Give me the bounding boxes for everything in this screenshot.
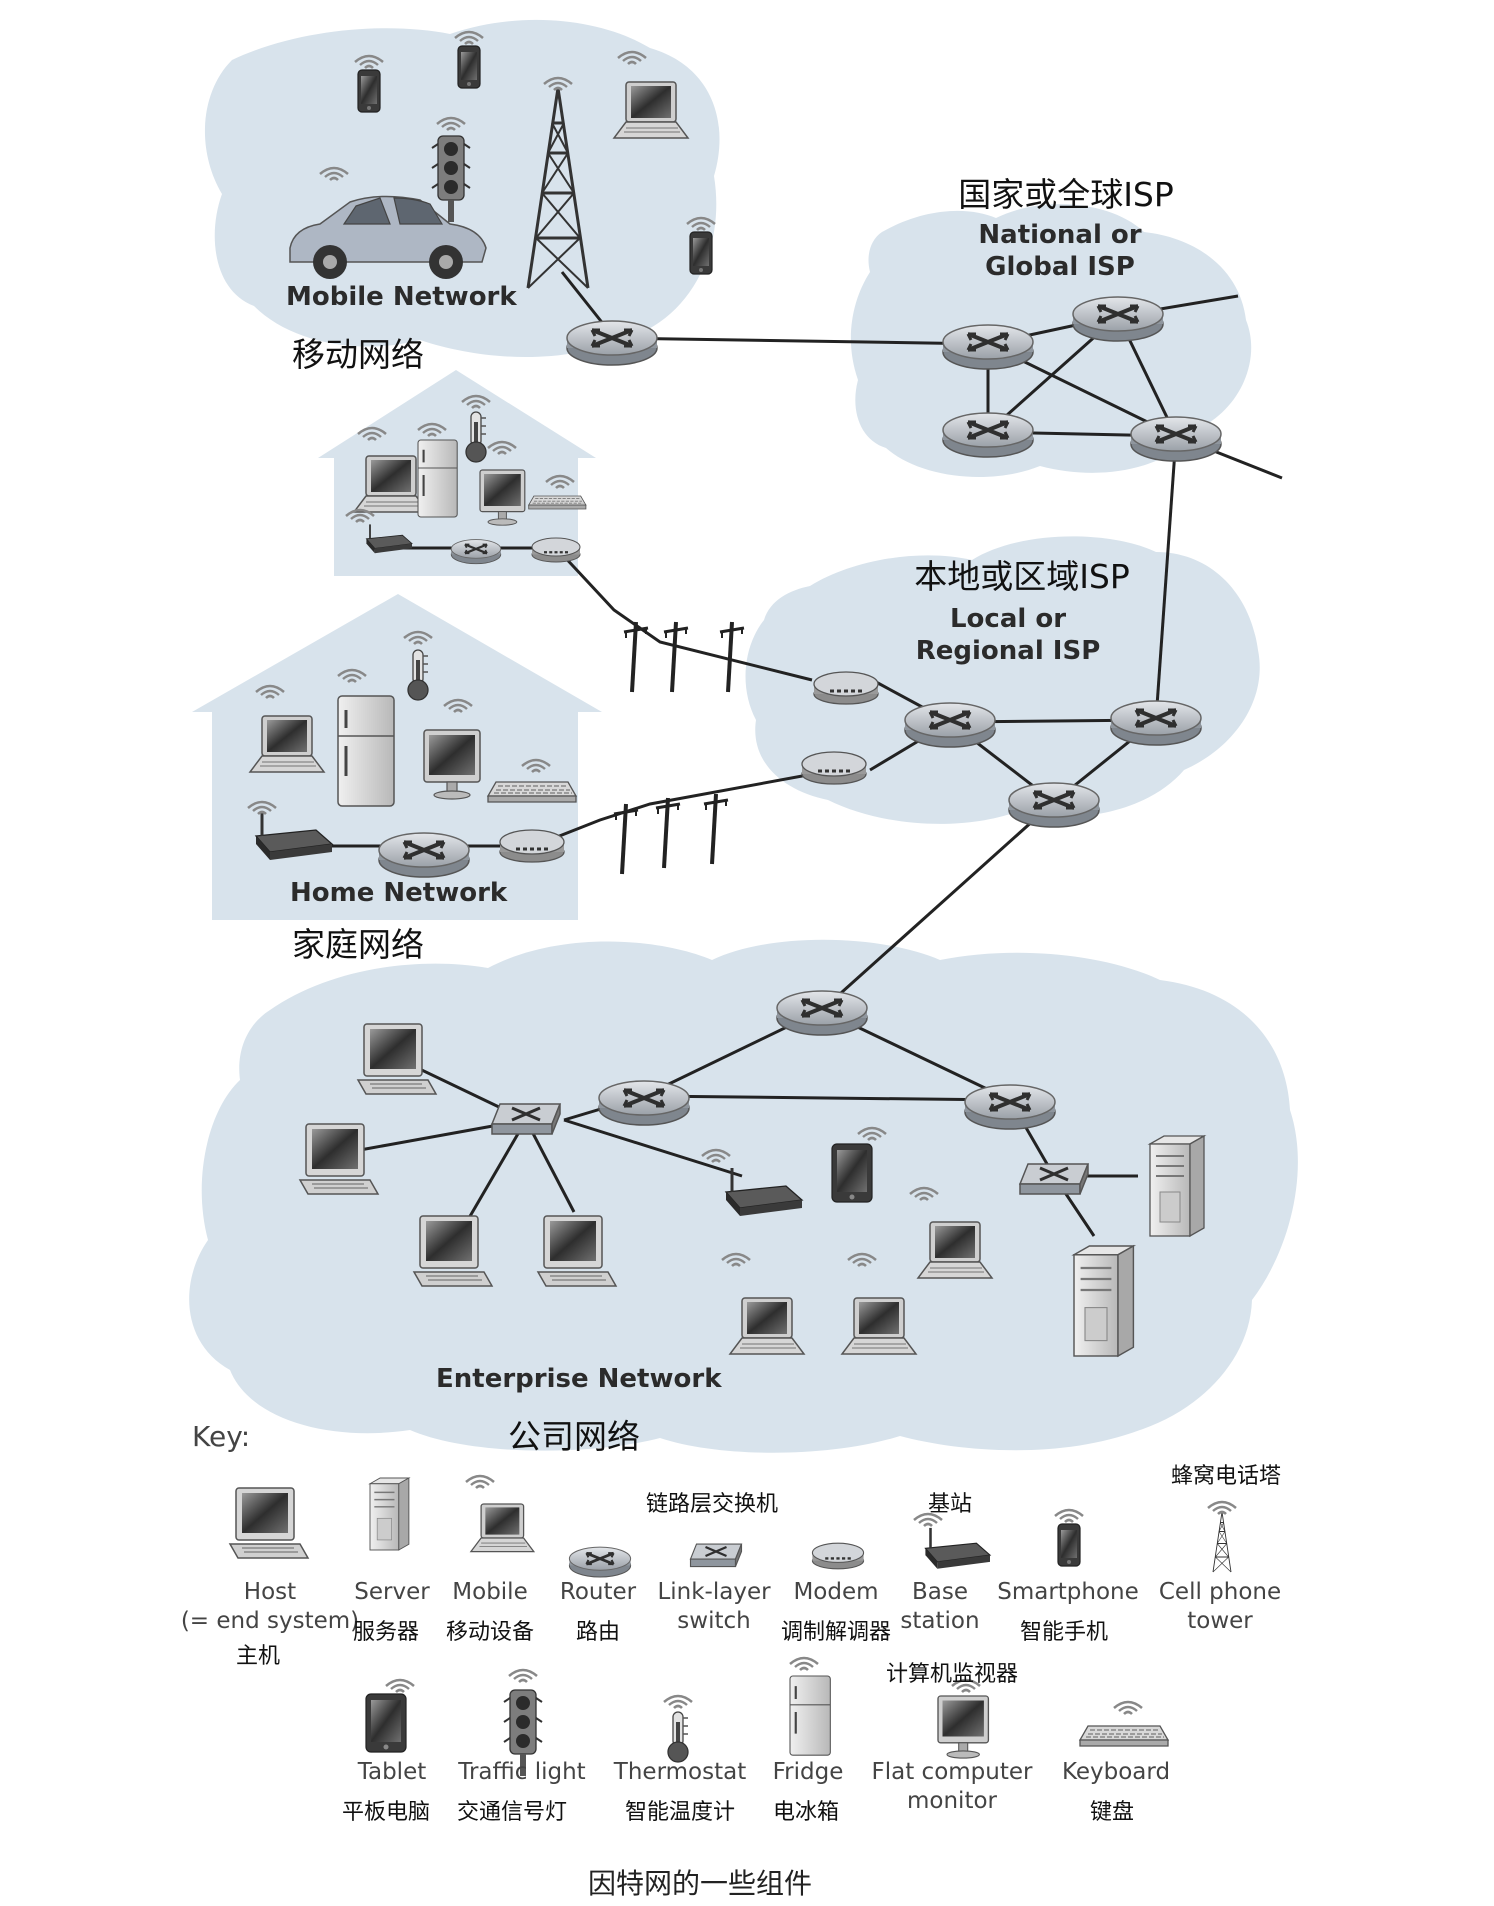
home-network-label-zh: 家庭网络: [292, 925, 424, 964]
key-traffic-label: Traffic light: [458, 1759, 586, 1785]
router-icon: [1007, 781, 1101, 829]
router-icon: [377, 831, 471, 879]
router-icon: [963, 1083, 1057, 1131]
key-thermostat-label: Thermostat: [613, 1759, 747, 1785]
key-fridge-label-zh: 电冰箱: [772, 1800, 840, 1825]
router-icon: [1071, 295, 1165, 343]
key-switch-label: Link-layer switch: [657, 1579, 771, 1634]
key-mobile-label-zh: 移动设备: [445, 1620, 535, 1645]
local-isp-label-line2: Regional ISP: [915, 636, 1101, 666]
keyboard-icon: [1079, 1700, 1169, 1747]
key-mobile-label: Mobile: [452, 1579, 528, 1605]
base-station-icon: [912, 1512, 992, 1570]
mobile-network-label: Mobile Network: [286, 282, 517, 312]
monitor-icon: [229, 1487, 309, 1559]
router-icon: [1129, 415, 1223, 463]
local-isp-label-zh: 本地或区域ISP: [914, 557, 1130, 596]
key-keyboard-label: Keyboard: [1061, 1759, 1171, 1785]
switch-icon: [1018, 1162, 1090, 1196]
modem-icon: [812, 670, 880, 706]
router-icon: [450, 538, 502, 565]
router-icon: [903, 701, 997, 749]
tablet-icon: [365, 1678, 416, 1753]
thermostat-icon: [662, 1694, 694, 1763]
modem-icon: [498, 828, 566, 864]
server-icon: [1072, 1244, 1135, 1358]
modem-icon: [811, 1541, 865, 1570]
local-isp-cloud: [745, 536, 1260, 824]
key-base-label: Base station: [900, 1579, 980, 1634]
mobile-network-label-zh: 移动网络: [292, 335, 424, 374]
national-isp-label-line1: National or: [978, 220, 1142, 250]
key-modem-label: Modem: [793, 1579, 879, 1605]
key-tower-label-zh: 蜂窝电话塔: [1170, 1464, 1282, 1489]
key-smartphone-label: Smartphone: [997, 1579, 1139, 1605]
modem-icon: [530, 536, 582, 564]
national-isp-cloud: [850, 204, 1252, 478]
key-tablet-label: Tablet: [357, 1759, 427, 1785]
switch-icon: [689, 1542, 743, 1568]
cell-tower-icon: [1206, 1500, 1238, 1573]
router-icon: [941, 323, 1035, 371]
key-traffic-label-zh: 交通信号灯: [456, 1800, 568, 1825]
national-isp-label-zh: 国家或全球ISP: [958, 175, 1174, 214]
key-switch-label-zh: 链路层交换机: [645, 1492, 779, 1517]
fridge-icon: [788, 1656, 832, 1757]
key-title: Key:: [192, 1420, 251, 1453]
key-tower-label: Cell phone tower: [1158, 1579, 1282, 1634]
enterprise-network-label-zh: 公司网络: [508, 1417, 640, 1456]
key-router-label: Router: [559, 1579, 637, 1605]
key-base-label-zh: 基站: [927, 1492, 973, 1517]
laptop-icon: [464, 1474, 535, 1553]
key-server-label-zh: 服务器: [352, 1620, 420, 1645]
flat-monitor-icon: [937, 1678, 990, 1759]
router-icon: [597, 1079, 691, 1127]
key-router-label-zh: 路由: [575, 1620, 621, 1645]
router-icon: [565, 319, 659, 367]
key-fridge-label: Fridge: [772, 1759, 844, 1785]
server-icon: [369, 1477, 410, 1551]
utility-poles: [612, 620, 746, 876]
switch-icon: [490, 1102, 562, 1136]
key-server-label: Server: [354, 1579, 430, 1605]
router-icon: [775, 989, 869, 1037]
key-keyboard-label-zh: 键盘: [1089, 1800, 1135, 1825]
key-thermostat-label-zh: 智能温度计: [624, 1800, 736, 1825]
figure-caption: 因特网的一些组件: [587, 1867, 813, 1900]
enterprise-network-label: Enterprise Network: [436, 1364, 722, 1394]
key-host-label-zh: 主机: [235, 1644, 281, 1669]
key-smartphone-label-zh: 智能手机: [1019, 1620, 1109, 1645]
national-isp-label-line2: Global ISP: [985, 252, 1135, 282]
modem-icon: [800, 750, 868, 786]
smartphone-icon: [1053, 1508, 1085, 1567]
router-icon: [941, 411, 1035, 459]
router-icon: [1109, 699, 1203, 747]
home-network-label: Home Network: [290, 878, 508, 908]
key-host-label: Host (= end system): [180, 1579, 360, 1634]
key-flatmon-label-zh: 计算机监视器: [885, 1662, 1019, 1687]
local-isp-label-line1: Local or: [949, 604, 1067, 634]
key-flatmon-label: Flat computer monitor: [871, 1759, 1033, 1814]
key-modem-label-zh: 调制解调器: [780, 1620, 892, 1645]
key-tablet-label-zh: 平板电脑: [341, 1800, 431, 1825]
server-icon: [1149, 1135, 1205, 1237]
router-icon: [568, 1545, 632, 1579]
